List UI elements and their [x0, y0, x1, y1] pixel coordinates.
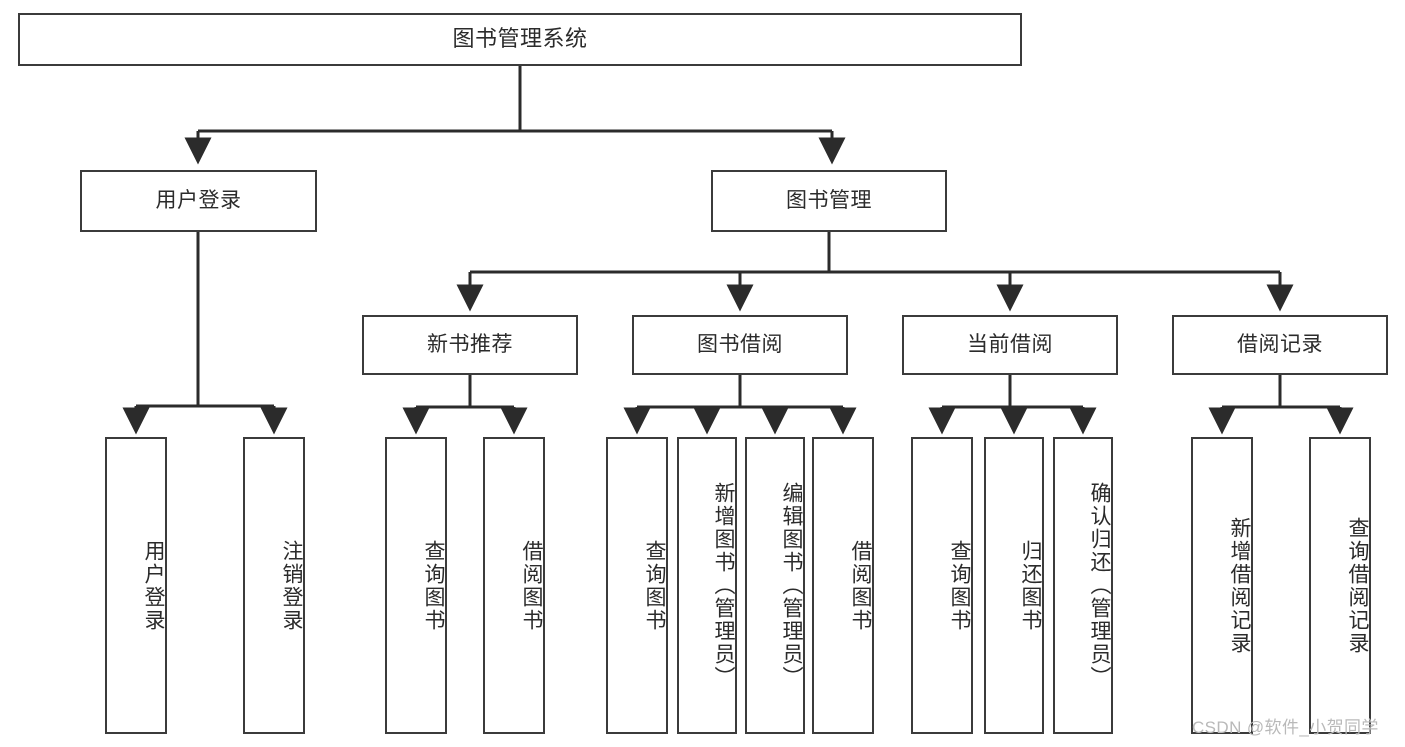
- node-leaf-edit-book-admin[interactable]: 编辑图书（管理员）: [745, 437, 805, 734]
- node-user-login-label: 用户登录: [155, 189, 242, 213]
- node-leaf-add-borrow-record-label: 新增借阅记录: [1228, 516, 1251, 655]
- node-leaf-query-book-3-label: 查询图书: [948, 539, 971, 632]
- node-leaf-add-borrow-record[interactable]: 新增借阅记录: [1191, 437, 1253, 734]
- node-new-book-recommend-label: 新书推荐: [427, 333, 513, 357]
- node-book-borrow[interactable]: 图书借阅: [632, 315, 848, 375]
- node-leaf-add-book-admin-label: 新增图书（管理员）: [712, 482, 735, 689]
- node-leaf-query-book-2[interactable]: 查询图书: [606, 437, 668, 734]
- node-new-book-recommend[interactable]: 新书推荐: [362, 315, 578, 375]
- node-leaf-query-borrow-record-label: 查询借阅记录: [1346, 516, 1369, 655]
- node-leaf-confirm-return-admin-label: 确认归还（管理员）: [1088, 482, 1111, 689]
- node-leaf-query-book-1-label: 查询图书: [422, 539, 445, 632]
- node-leaf-user-logout-label: 注销登录: [280, 539, 303, 632]
- node-leaf-query-borrow-record[interactable]: 查询借阅记录: [1309, 437, 1371, 734]
- node-leaf-user-logout[interactable]: 注销登录: [243, 437, 305, 734]
- node-current-borrow-label: 当前借阅: [967, 333, 1053, 357]
- node-current-borrow[interactable]: 当前借阅: [902, 315, 1118, 375]
- node-book-management-label: 图书管理: [786, 189, 872, 213]
- node-root-system[interactable]: 图书管理系统: [18, 13, 1022, 66]
- node-leaf-query-book-3[interactable]: 查询图书: [911, 437, 973, 734]
- node-borrow-record-label: 借阅记录: [1237, 333, 1323, 357]
- node-leaf-return-book-label: 归还图书: [1019, 539, 1042, 632]
- node-leaf-borrow-book-1[interactable]: 借阅图书: [483, 437, 545, 734]
- node-leaf-confirm-return-admin[interactable]: 确认归还（管理员）: [1053, 437, 1113, 734]
- node-book-borrow-label: 图书借阅: [697, 333, 783, 357]
- node-leaf-borrow-book-2[interactable]: 借阅图书: [812, 437, 874, 734]
- node-leaf-add-book-admin[interactable]: 新增图书（管理员）: [677, 437, 737, 734]
- node-leaf-query-book-1[interactable]: 查询图书: [385, 437, 447, 734]
- node-root-system-label: 图书管理系统: [452, 26, 588, 52]
- node-leaf-user-login[interactable]: 用户登录: [105, 437, 167, 734]
- node-leaf-borrow-book-2-label: 借阅图书: [849, 539, 872, 632]
- node-leaf-borrow-book-1-label: 借阅图书: [520, 539, 543, 632]
- node-leaf-query-book-2-label: 查询图书: [643, 539, 666, 632]
- node-book-management[interactable]: 图书管理: [711, 170, 947, 232]
- node-leaf-edit-book-admin-label: 编辑图书（管理员）: [780, 482, 803, 689]
- node-user-login[interactable]: 用户登录: [80, 170, 317, 232]
- node-leaf-user-login-label: 用户登录: [142, 539, 165, 632]
- node-borrow-record[interactable]: 借阅记录: [1172, 315, 1388, 375]
- watermark-text: CSDN @软件_小贺同学: [1192, 718, 1379, 737]
- node-leaf-return-book[interactable]: 归还图书: [984, 437, 1044, 734]
